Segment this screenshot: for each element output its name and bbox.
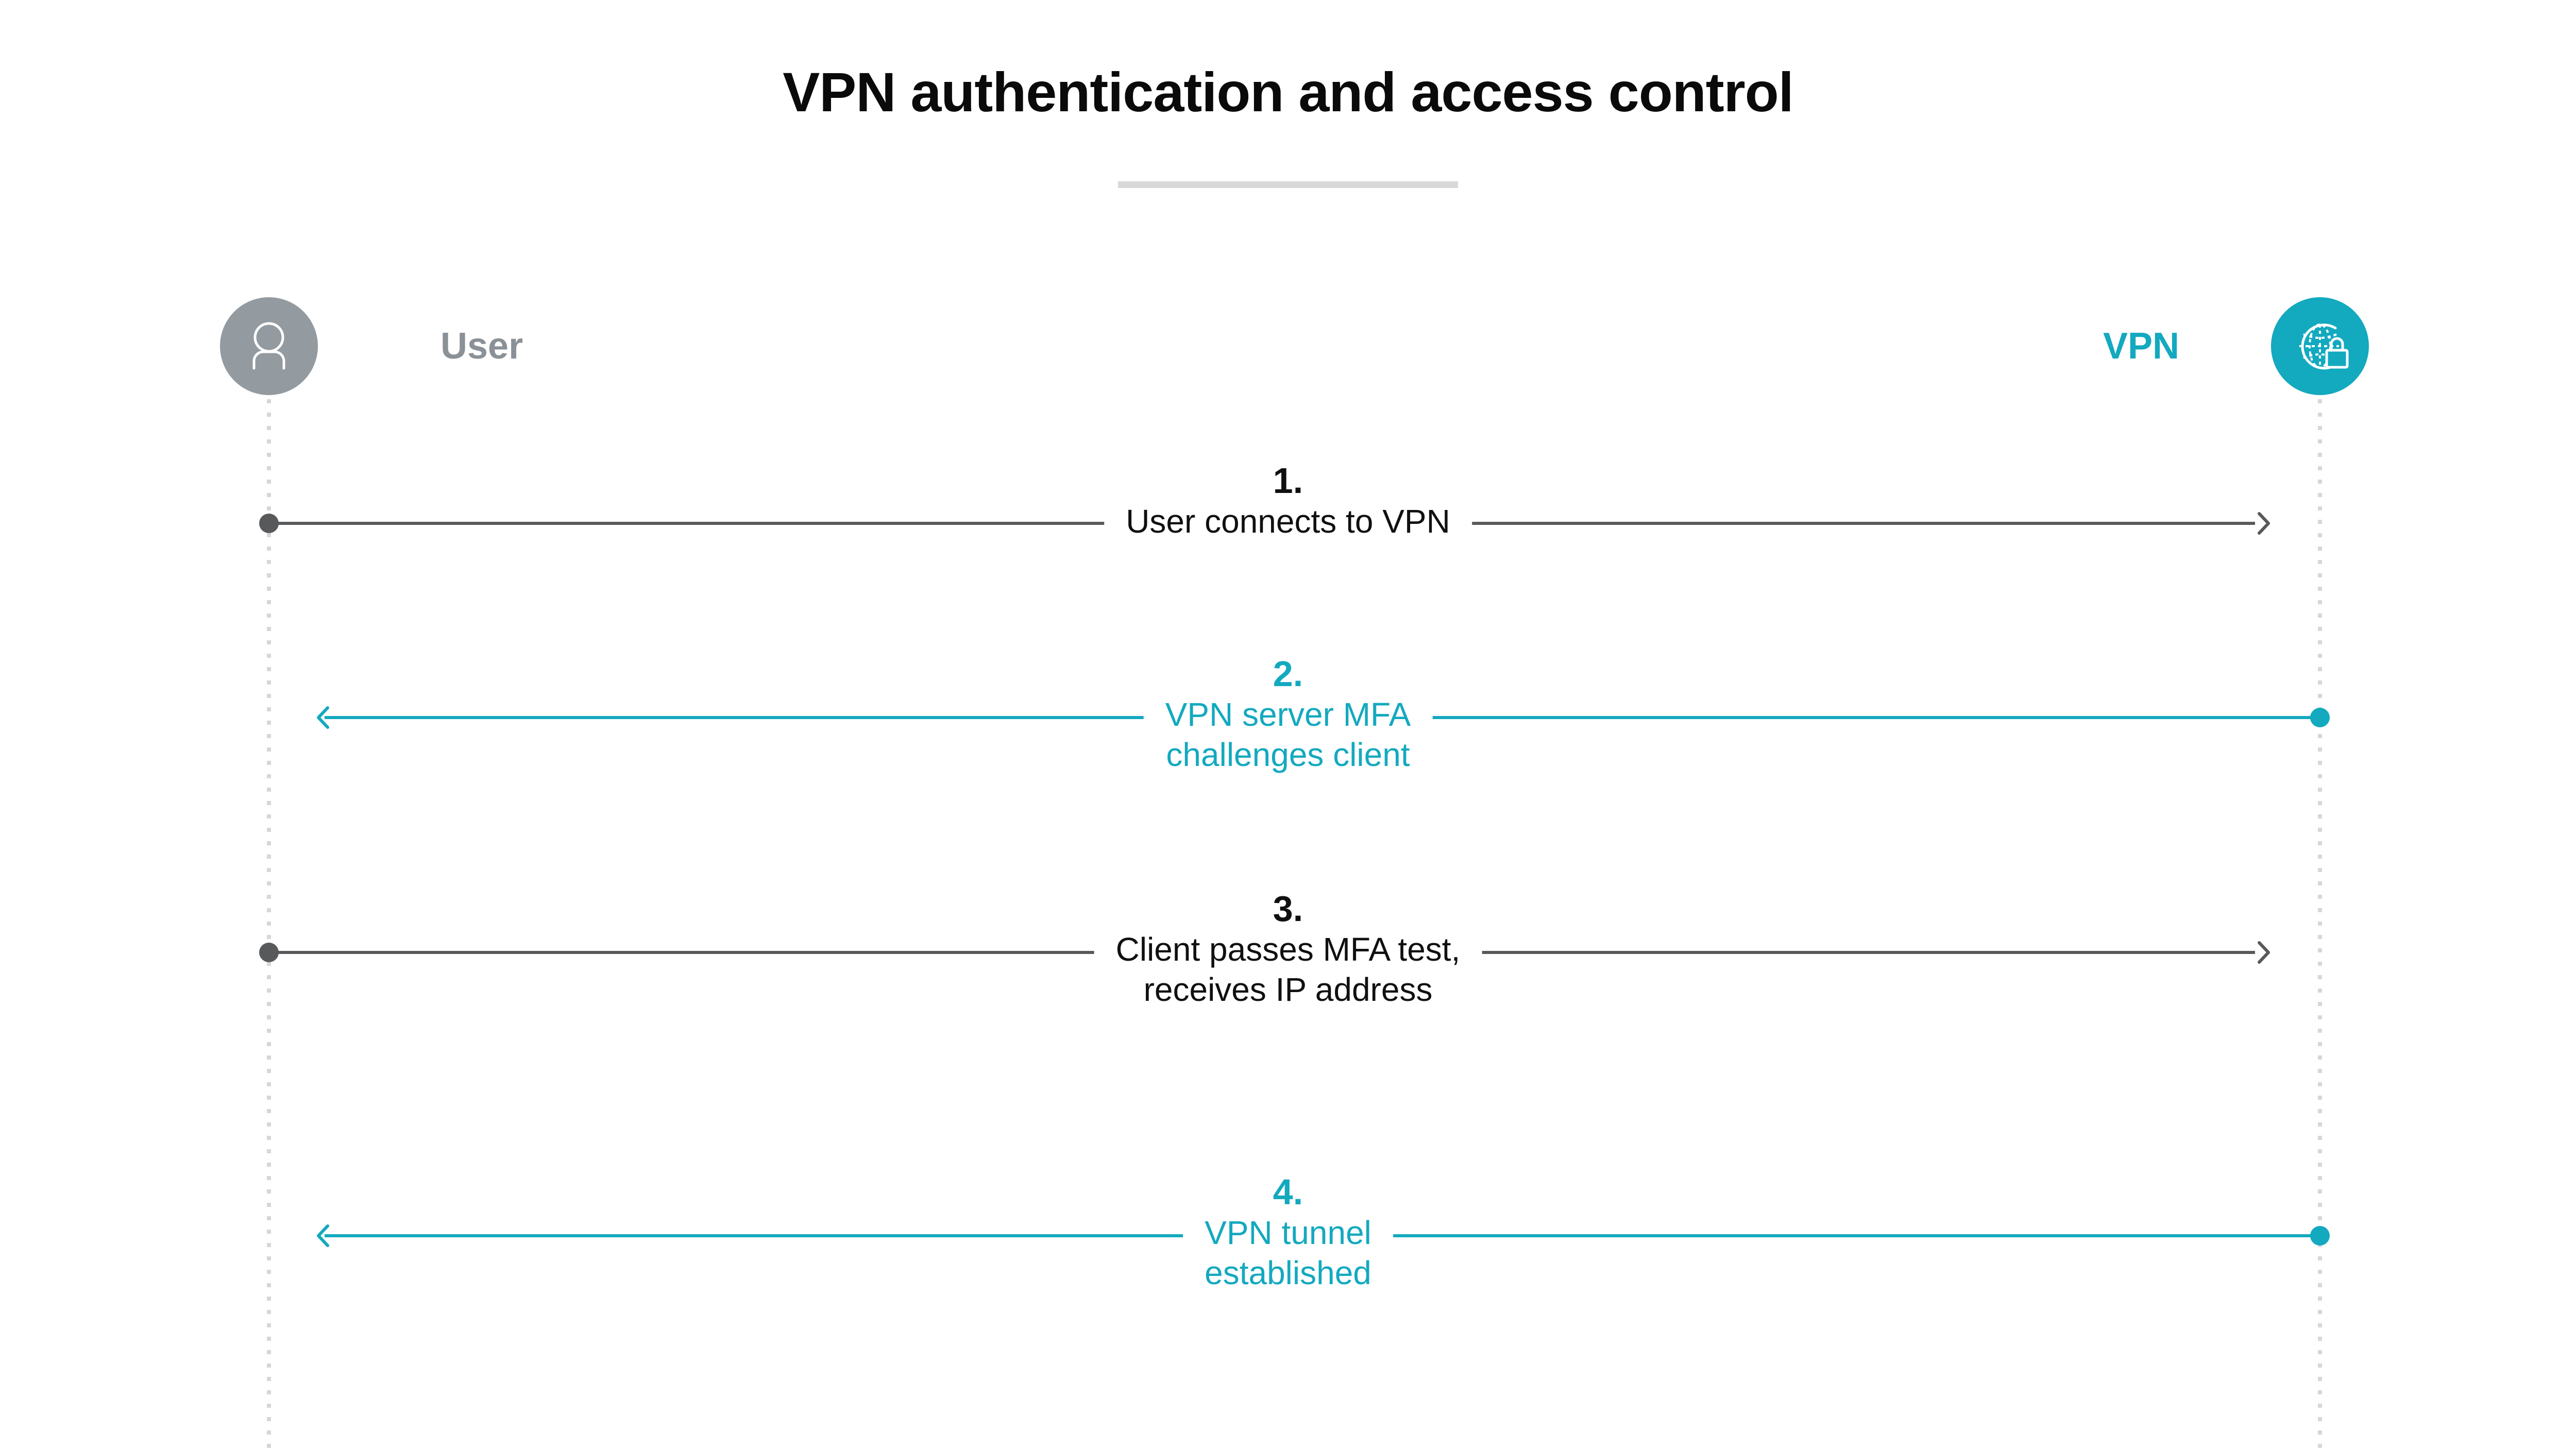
message-3-arrowhead-right: [2244, 935, 2278, 969]
actor-vpn-avatar: [2271, 297, 2369, 395]
message-1-arrowhead-right: [2244, 506, 2278, 540]
actor-user-label: User: [440, 326, 523, 367]
lifeline-user: [267, 399, 271, 1449]
lifeline-vpn: [2318, 399, 2322, 1449]
title-divider: [1118, 181, 1458, 188]
message-3-label-line1: Client passes MFA test,: [1115, 931, 1461, 968]
message-1-number: 1.: [1273, 461, 1303, 501]
globe-lock-icon: [2299, 323, 2349, 370]
message-4-label-line2: established: [1205, 1254, 1371, 1291]
message-2-number: 2.: [1273, 654, 1303, 694]
message-2-origin-dot: [2310, 708, 2330, 727]
message-3-label-line2: receives IP address: [1143, 971, 1433, 1008]
message-4-number: 4.: [1273, 1172, 1303, 1212]
page-title: VPN authentication and access control: [783, 61, 1793, 123]
message-4-arrowhead-left: [309, 1219, 343, 1253]
message-3-text: 3. Client passes MFA test, receives IP a…: [1094, 888, 1482, 1010]
actor-user-avatar: [220, 297, 318, 395]
message-1-origin-dot: [259, 514, 279, 533]
message-3-origin-dot: [259, 943, 279, 962]
message-1-label-line1: User connects to VPN: [1126, 503, 1450, 540]
user-avatar-icon: [252, 322, 285, 370]
message-2-text: 2. VPN server MFA challenges client: [1143, 653, 1433, 775]
message-2-label-line1: VPN server MFA: [1165, 696, 1411, 733]
message-1-text: 1. User connects to VPN: [1104, 460, 1472, 541]
message-3-number: 3.: [1273, 889, 1303, 929]
message-2-arrowhead-left: [309, 701, 343, 735]
message-4-label-line1: VPN tunnel: [1205, 1214, 1371, 1251]
message-4-text: 4. VPN tunnel established: [1183, 1171, 1393, 1293]
message-2-label-line2: challenges client: [1166, 736, 1410, 773]
message-4-origin-dot: [2310, 1226, 2330, 1246]
actor-vpn-label: VPN: [2103, 326, 2179, 367]
